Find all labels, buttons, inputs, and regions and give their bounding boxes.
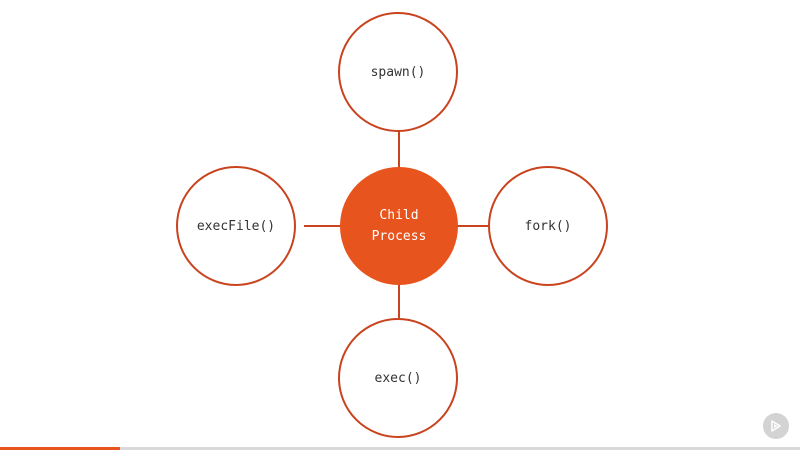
node-fork-label: fork() [524,218,572,234]
connector-top [398,130,400,168]
node-fork: fork() [488,166,608,286]
node-execfile-label: execFile() [196,218,276,234]
node-spawn: spawn() [338,12,458,132]
node-execfile: execFile() [176,166,296,286]
connector-bottom [398,284,400,318]
play-logo-icon [771,420,781,432]
connector-right [457,225,494,227]
center-label-line1: Child [379,208,419,223]
node-spawn-label: spawn() [370,64,426,80]
play-button[interactable] [763,413,789,439]
node-child-process: Child Process [340,167,458,285]
node-exec-label: exec() [374,370,422,386]
node-exec: exec() [338,318,458,438]
progress-fill [0,447,120,450]
center-label: Child Process [372,205,427,247]
center-label-line2: Process [371,229,427,244]
connector-left [304,225,341,227]
progress-bar[interactable] [0,447,800,450]
